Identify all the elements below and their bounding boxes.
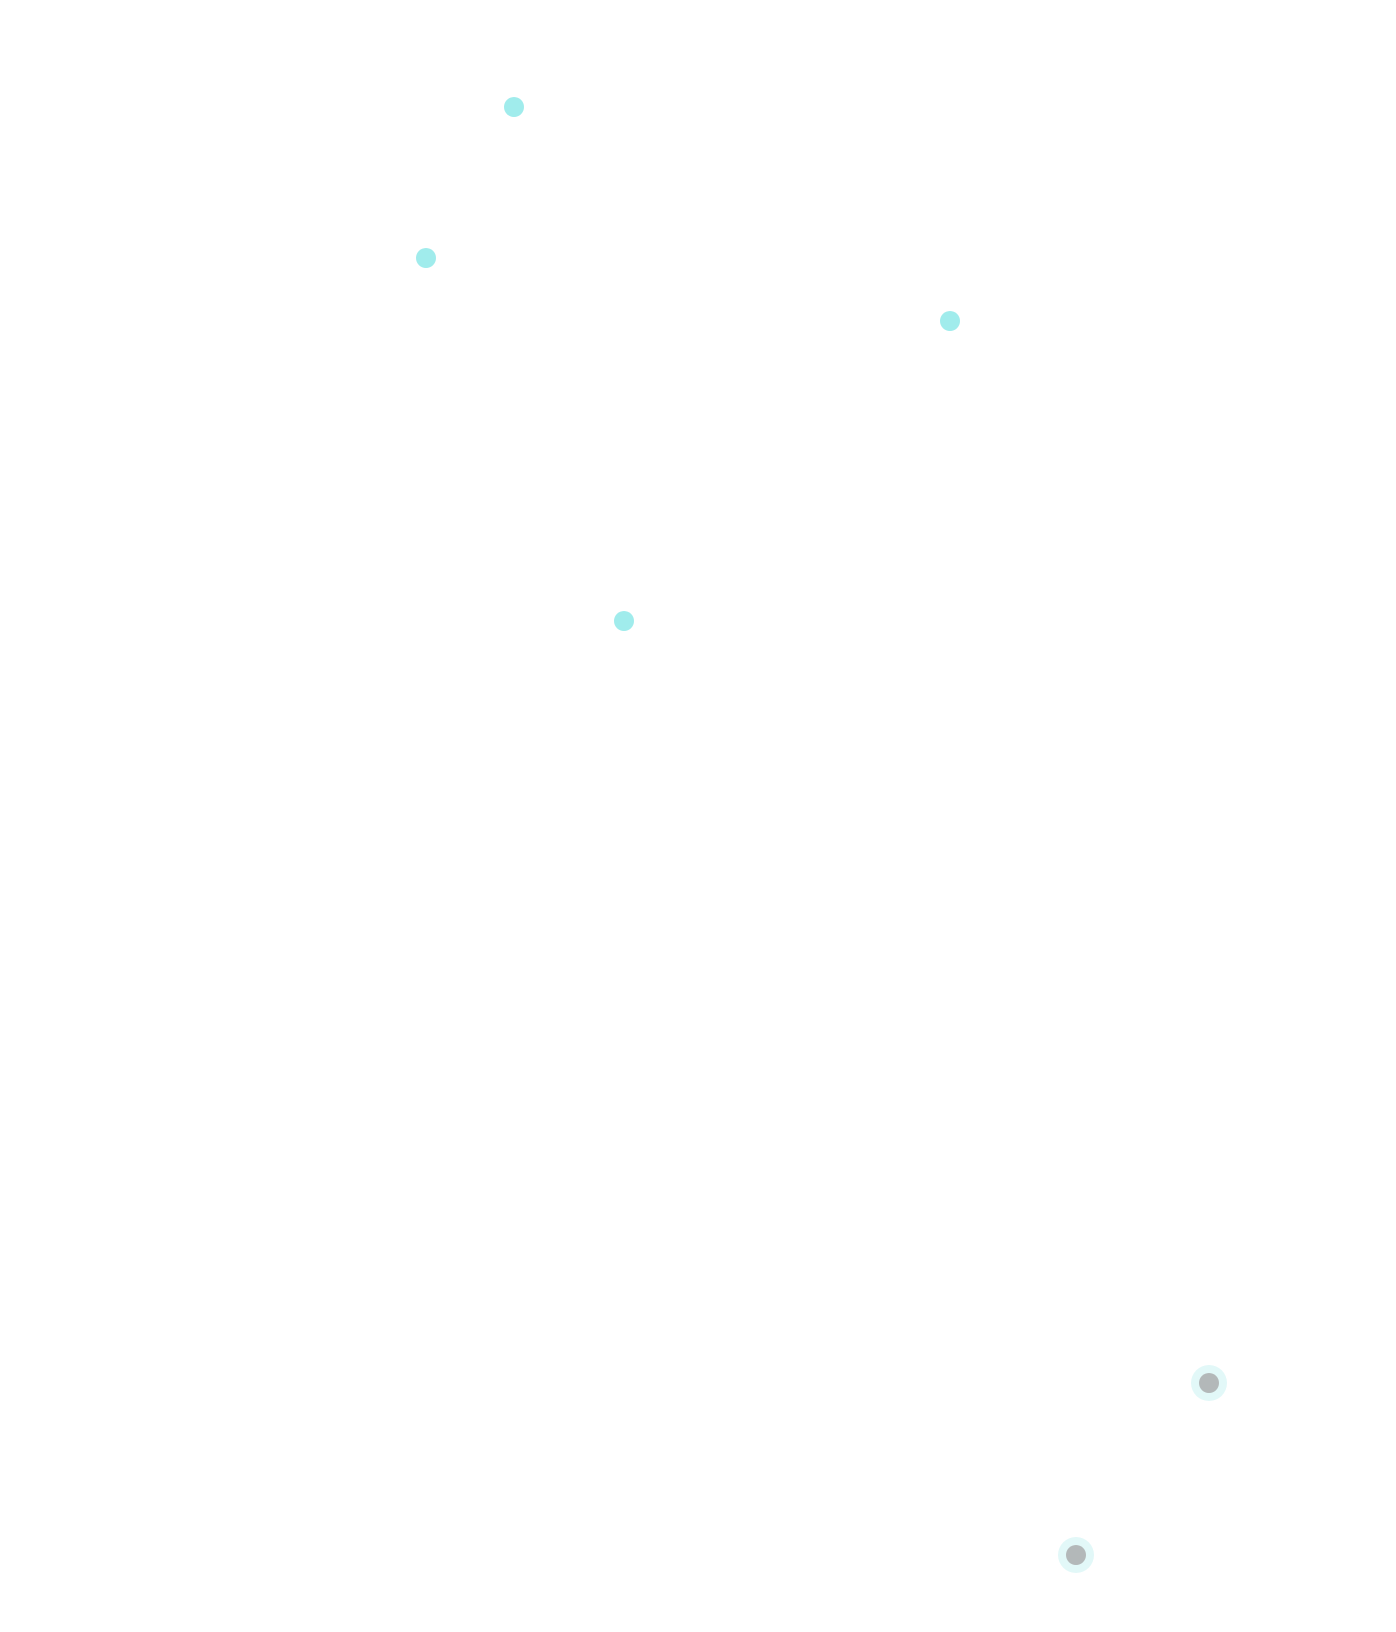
- marker-dot[interactable]: [416, 248, 436, 268]
- marker-dot-muted[interactable]: [1066, 1545, 1086, 1565]
- marker-dot[interactable]: [614, 611, 634, 631]
- marker-dot[interactable]: [504, 97, 524, 117]
- marker-dot-muted[interactable]: [1199, 1373, 1219, 1393]
- marker-dot[interactable]: [940, 311, 960, 331]
